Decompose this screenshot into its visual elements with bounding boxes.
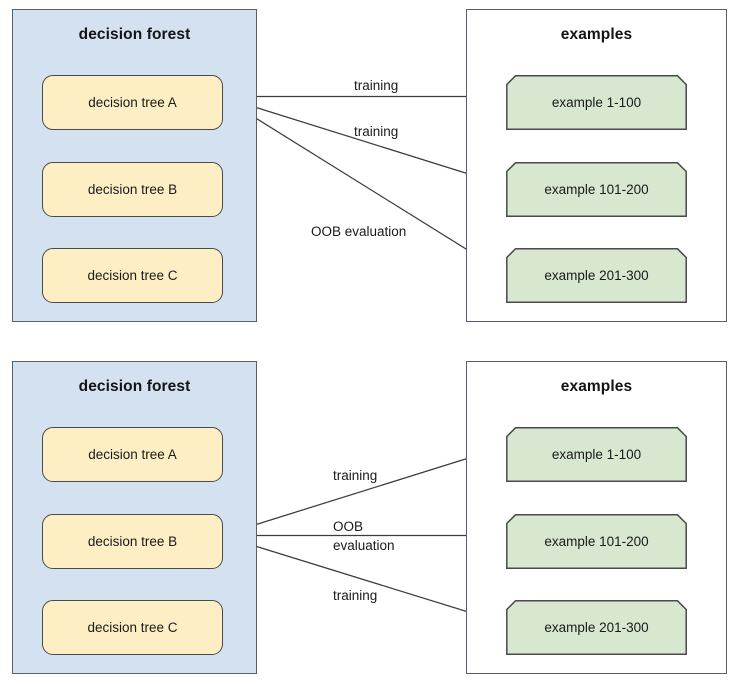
bottom-examples-panel: examples example 1-100 example 101-200 e… (466, 361, 727, 674)
bottom-example-node-1[interactable]: example 1-100 (506, 427, 687, 482)
top-diagram: decision forest decision tree A decision… (0, 4, 737, 324)
top-decision-forest-panel: decision forest decision tree A decision… (12, 9, 257, 322)
top-examples-panel: examples example 1-100 example 101-200 e… (466, 9, 727, 322)
bottom-edge-label-training-1: training (333, 468, 378, 483)
bottom-tree-node-b-label: decision tree B (87, 534, 178, 549)
edge-treeA-example3 (220, 95, 500, 271)
top-edge-label-training-2: training (354, 124, 399, 139)
top-edge-label-training-1: training (354, 78, 399, 93)
top-forest-title: decision forest (78, 26, 191, 43)
top-edge-label-oob-evaluation: OOB evaluation (311, 224, 407, 239)
bottom-example-node-2-label: example 101-200 (544, 534, 649, 549)
bottom-edge-label-oob: OOB (333, 519, 364, 534)
bottom-tree-node-c-label: decision tree C (87, 620, 178, 635)
top-example-node-2[interactable]: example 101-200 (506, 162, 687, 217)
bottom-example-node-3[interactable]: example 201-300 (506, 600, 687, 655)
top-examples-title: examples (560, 26, 633, 43)
bottom-tree-node-c[interactable]: decision tree C (42, 600, 223, 655)
top-tree-node-a-label: decision tree A (88, 95, 177, 110)
bottom-examples-title: examples (560, 378, 633, 395)
edge-treeB-example1 (220, 447, 500, 537)
top-diagram-arrow-layer (220, 92, 500, 271)
bottom-edge-label-training-2: training (333, 588, 378, 603)
bottom-example-node-3-label: example 201-300 (544, 620, 649, 635)
edge-treeA-example2 (220, 95, 500, 185)
bottom-example-node-1-label: example 1-100 (551, 447, 642, 462)
top-example-node-3[interactable]: example 201-300 (506, 248, 687, 303)
top-tree-node-a[interactable]: decision tree A (42, 75, 223, 130)
top-tree-node-c[interactable]: decision tree C (42, 248, 223, 303)
bottom-edge-label-evaluation: evaluation (333, 538, 395, 553)
top-tree-node-b-label: decision tree B (87, 182, 178, 197)
top-example-node-1-label: example 1-100 (551, 95, 642, 110)
edge-treeB-example3 (220, 534, 500, 623)
top-example-node-3-label: example 201-300 (544, 268, 649, 283)
bottom-diagram-arrow-layer (220, 447, 500, 623)
bottom-diagram: decision forest decision tree A decision… (0, 356, 737, 676)
bottom-tree-node-a-label: decision tree A (88, 447, 177, 462)
bottom-tree-node-b[interactable]: decision tree B (42, 514, 223, 569)
top-example-node-1[interactable]: example 1-100 (506, 75, 687, 130)
bottom-forest-title: decision forest (78, 378, 191, 395)
bottom-example-node-2[interactable]: example 101-200 (506, 514, 687, 569)
bottom-decision-forest-panel: decision forest decision tree A decision… (12, 361, 257, 674)
top-example-node-2-label: example 101-200 (544, 182, 649, 197)
top-tree-node-b[interactable]: decision tree B (42, 162, 223, 217)
bottom-tree-node-a[interactable]: decision tree A (42, 427, 223, 482)
top-tree-node-c-label: decision tree C (87, 268, 178, 283)
